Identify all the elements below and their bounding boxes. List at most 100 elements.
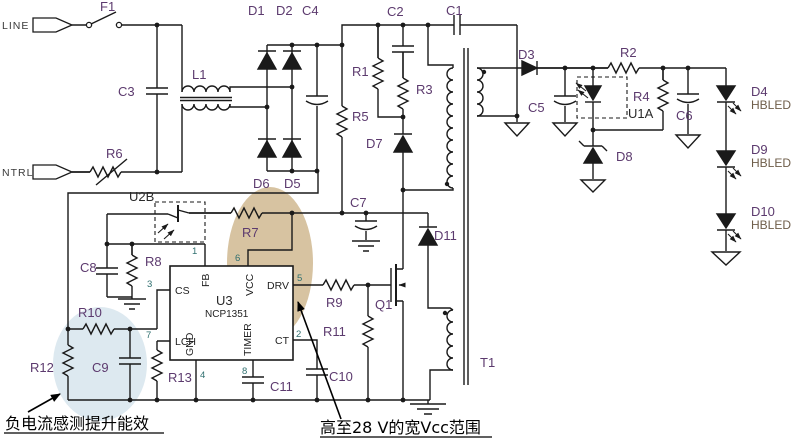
junction-dots xyxy=(65,22,691,403)
pin-name-vcc: VCC xyxy=(244,273,256,296)
label-d6: D6 xyxy=(253,176,270,191)
pin-num-3: 3 xyxy=(147,279,152,290)
label-c10: C10 xyxy=(329,369,353,384)
label-f1: F1 xyxy=(100,0,115,14)
pin-name-lch: LCH xyxy=(175,336,196,348)
label-d9-type: HBLED xyxy=(751,156,791,170)
bridge-diode-d1 xyxy=(256,50,278,70)
label-c7: C7 xyxy=(350,195,367,210)
emit-arrow-d9-2 xyxy=(732,167,742,177)
resistors xyxy=(62,25,669,400)
sense-annotation-arrow xyxy=(27,393,61,413)
label-u2b: U2B xyxy=(129,189,154,204)
line-connector xyxy=(32,17,74,33)
ic-part-number: NCP1351 xyxy=(205,309,249,320)
resistor-r5 xyxy=(336,105,348,138)
resistor-r1 xyxy=(372,57,384,90)
pin-name-fb: FB xyxy=(200,274,212,287)
resistor-r8 xyxy=(126,254,138,287)
hbled-d10 xyxy=(715,213,737,230)
label-r3: R3 xyxy=(416,82,433,97)
ic-u3-body xyxy=(169,265,294,361)
label-l1: L1 xyxy=(192,67,206,82)
ground-c6 xyxy=(674,134,702,150)
emit-arrow-d10-1 xyxy=(727,233,737,243)
label-d2: D2 xyxy=(276,3,293,18)
pin-name-drv: DRV xyxy=(267,280,289,292)
label-d4-type: HBLED xyxy=(751,98,791,112)
label-r2: R2 xyxy=(620,45,637,60)
label-c11: C11 xyxy=(270,379,293,394)
label-r7: R7 xyxy=(242,225,259,240)
label-q1: Q1 xyxy=(375,297,392,312)
label-r6: R6 xyxy=(106,146,123,161)
label-r4: R4 xyxy=(633,89,650,104)
opto-led-u1a xyxy=(583,85,603,103)
label-r8: R8 xyxy=(145,254,162,269)
photo-arrow-u2b-2 xyxy=(163,229,175,240)
labels: LINE NTRL F1 C3 L1 R6 D1 D2 C4 D6 D5 C2 … xyxy=(2,0,791,437)
label-r5: R5 xyxy=(352,109,369,124)
neutral-connector xyxy=(32,164,74,180)
pin-name-cs: CS xyxy=(175,285,190,297)
polarity-dot-secondary xyxy=(481,69,487,75)
label-d5: D5 xyxy=(284,176,301,191)
input-connectors xyxy=(32,17,123,180)
vcc-annotation-arrow xyxy=(297,301,342,420)
pin-name-ct: CT xyxy=(275,335,290,347)
fuse-terminal-right xyxy=(115,21,123,29)
pin-name-timer: TIMER xyxy=(242,323,254,356)
pin-num-6: 6 xyxy=(235,253,240,264)
ground-secondary xyxy=(503,122,531,138)
label-r12: R12 xyxy=(30,360,54,375)
bridge-diode-d2 xyxy=(281,50,303,70)
label-d8: D8 xyxy=(616,149,633,164)
ground-main xyxy=(410,400,446,415)
label-d1: D1 xyxy=(248,3,265,18)
diodes xyxy=(256,50,737,246)
label-u1a: U1A xyxy=(628,106,654,121)
emit-arrow-d10-2 xyxy=(732,230,742,240)
resistor-r2 xyxy=(607,62,640,74)
opto-u2b-box xyxy=(154,201,206,243)
resistor-r13 xyxy=(151,349,163,382)
pin-num-2: 2 xyxy=(296,329,301,340)
resistor-r4 xyxy=(657,79,669,112)
pin-num-1: 1 xyxy=(192,246,197,257)
emit-arrow-d9-1 xyxy=(727,170,737,180)
pin-num-8: 8 xyxy=(242,366,247,377)
resistor-r9 xyxy=(322,279,355,291)
pin-num-7: 7 xyxy=(146,330,151,341)
annotation-arrows xyxy=(4,301,492,438)
label-d10-type: HBLED xyxy=(751,218,791,232)
label-r1: R1 xyxy=(352,64,369,79)
fuse-terminal-left xyxy=(85,21,93,29)
hbled-d9 xyxy=(715,150,737,167)
ground-c7 xyxy=(352,240,380,252)
photo-arrow-u2b-1 xyxy=(157,223,169,234)
label-d11: D11 xyxy=(434,228,457,243)
polarity-dot-aux xyxy=(442,310,448,316)
sense-highlight xyxy=(53,307,147,421)
label-r13: R13 xyxy=(168,370,192,385)
light-arrows xyxy=(157,82,742,243)
label-c9: C9 xyxy=(92,360,109,375)
ic-and-opto-outlines xyxy=(154,76,628,361)
label-d4: D4 xyxy=(751,84,768,99)
opto-u1a-box xyxy=(576,76,628,119)
emit-arrow-u1a-2 xyxy=(577,89,589,99)
label-c1: C1 xyxy=(446,3,463,18)
label-r11: R11 xyxy=(323,324,346,339)
label-c8: C8 xyxy=(80,260,97,275)
emit-arrow-d4-1 xyxy=(727,105,737,115)
ground-c5 xyxy=(551,122,579,138)
label-d10: D10 xyxy=(751,204,775,219)
grounds xyxy=(118,122,742,415)
label-r10: R10 xyxy=(78,305,102,320)
pin-name-gnd: GND xyxy=(184,332,196,356)
vcc-annotation-text: 高至28 V的宽Vcc范围 xyxy=(320,418,481,437)
label-t1: T1 xyxy=(480,355,495,370)
hbled-d4 xyxy=(715,85,737,102)
